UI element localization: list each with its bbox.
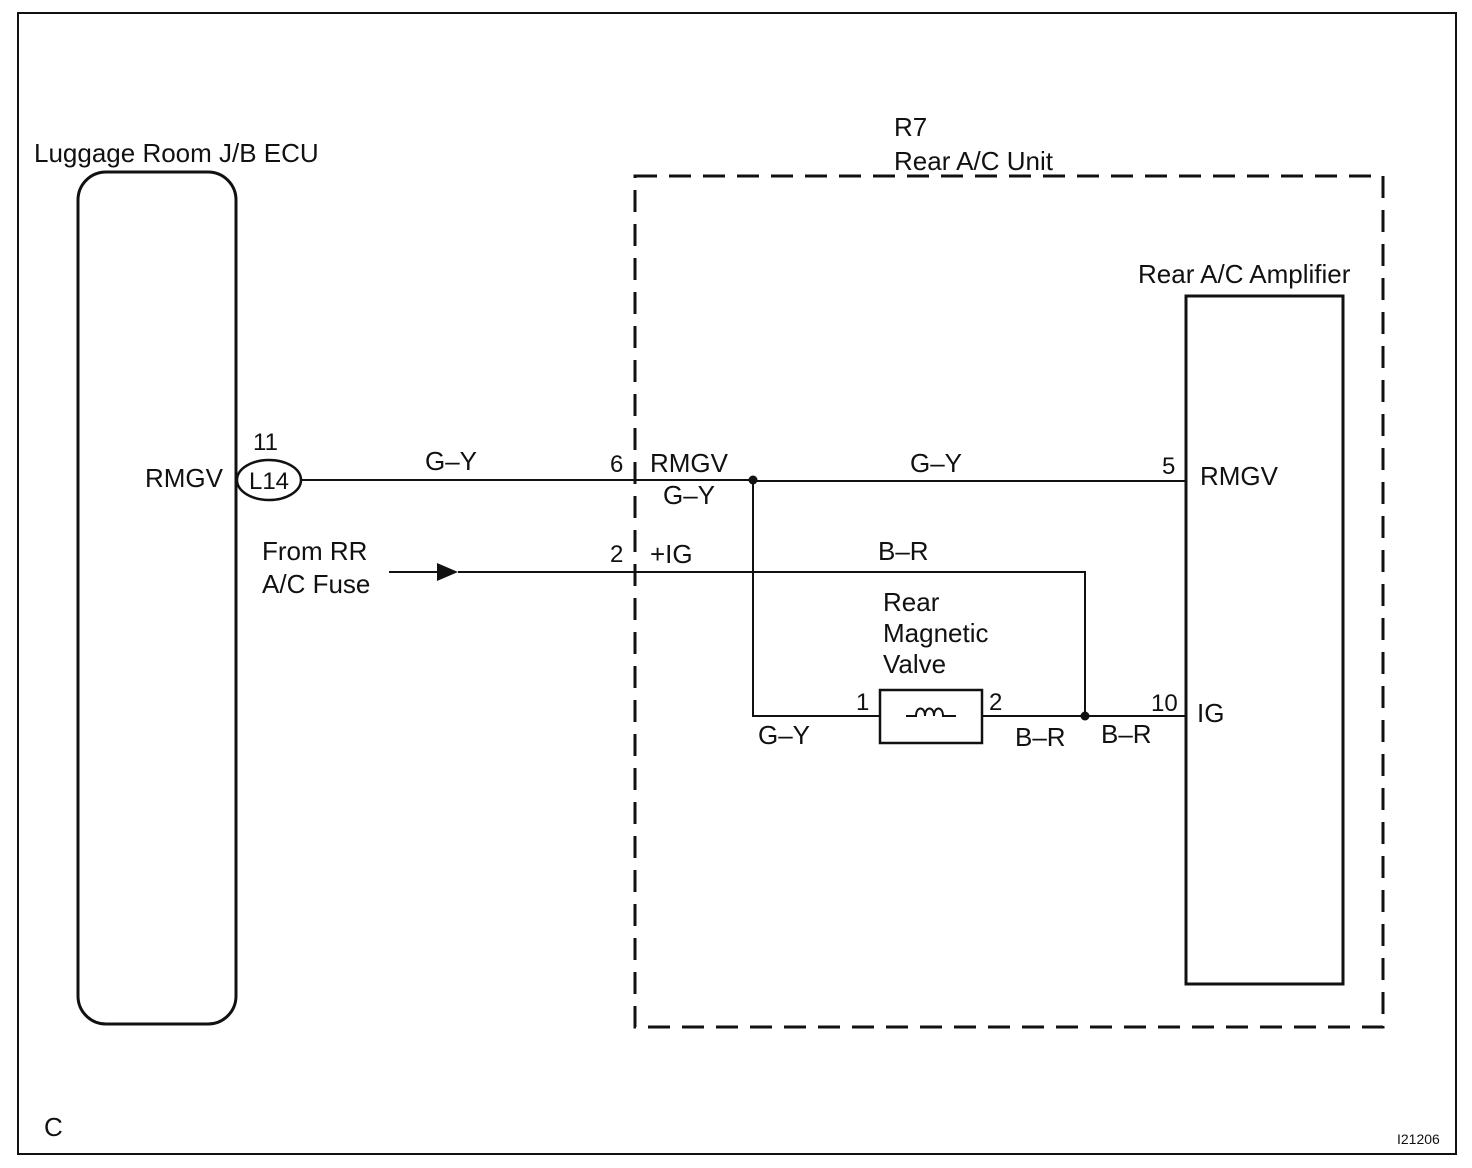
unit-pin-2: 2 (610, 541, 623, 568)
rear-ac-unit-code: R7 (894, 112, 927, 142)
connector-l14-pin: 11 (253, 429, 278, 456)
diagram-frame (17, 12, 1457, 1155)
magnetic-valve-box (878, 688, 984, 745)
unit-pin-6: 6 (610, 451, 623, 478)
unit-terminal-rmgv: RMGV (650, 448, 729, 478)
valve-label-line1: Rear (883, 587, 940, 617)
corner-label: C (44, 1112, 63, 1142)
amplifier-pin-10: 10 (1151, 690, 1178, 717)
amplifier-title: Rear A/C Amplifier (1138, 259, 1351, 289)
wire-color-br-feed: B–R (878, 536, 929, 566)
wire-color-gy-main: G–Y (425, 446, 477, 476)
source-arrow-icon (437, 563, 458, 581)
figure-id: I21206 (1397, 1131, 1440, 1147)
solenoid-coil-icon (906, 707, 956, 717)
valve-pin-2: 2 (989, 689, 1002, 716)
valve-pin-1: 1 (856, 689, 869, 716)
wire-color-gy-unit-in: G–Y (663, 480, 715, 510)
rear-ac-unit-title: Rear A/C Unit (894, 146, 1054, 176)
luggage-ecu-title: Luggage Room J/B ECU (34, 138, 319, 168)
valve-label-line3: Valve (883, 649, 946, 679)
wire-ig-feed (458, 571, 1086, 716)
wire-color-br-amp: B–R (1101, 719, 1152, 749)
luggage-ecu-box (76, 170, 238, 1026)
rear-ac-unit-boundary (633, 174, 1385, 1029)
source-label-line2: A/C Fuse (262, 569, 370, 599)
luggage-ecu-terminal-rmgv: RMGV (145, 463, 224, 493)
connector-l14-label: L14 (249, 468, 289, 495)
junction-ig (1080, 711, 1090, 721)
source-label-line1: From RR (262, 536, 367, 566)
amplifier-box (1184, 294, 1345, 986)
amplifier-terminal-ig: IG (1197, 698, 1224, 728)
amplifier-pin-5: 5 (1162, 453, 1175, 480)
amplifier-terminal-rmgv: RMGV (1200, 461, 1279, 491)
valve-label-line2: Magnetic (883, 618, 989, 648)
wire-rmgv-to-valve (752, 480, 880, 717)
unit-terminal-ig: +IG (650, 539, 693, 569)
wire-color-gy-valve: G–Y (758, 720, 810, 750)
wire-color-br-valve: B–R (1015, 722, 1066, 752)
wire-color-gy-amp: G–Y (910, 448, 962, 478)
